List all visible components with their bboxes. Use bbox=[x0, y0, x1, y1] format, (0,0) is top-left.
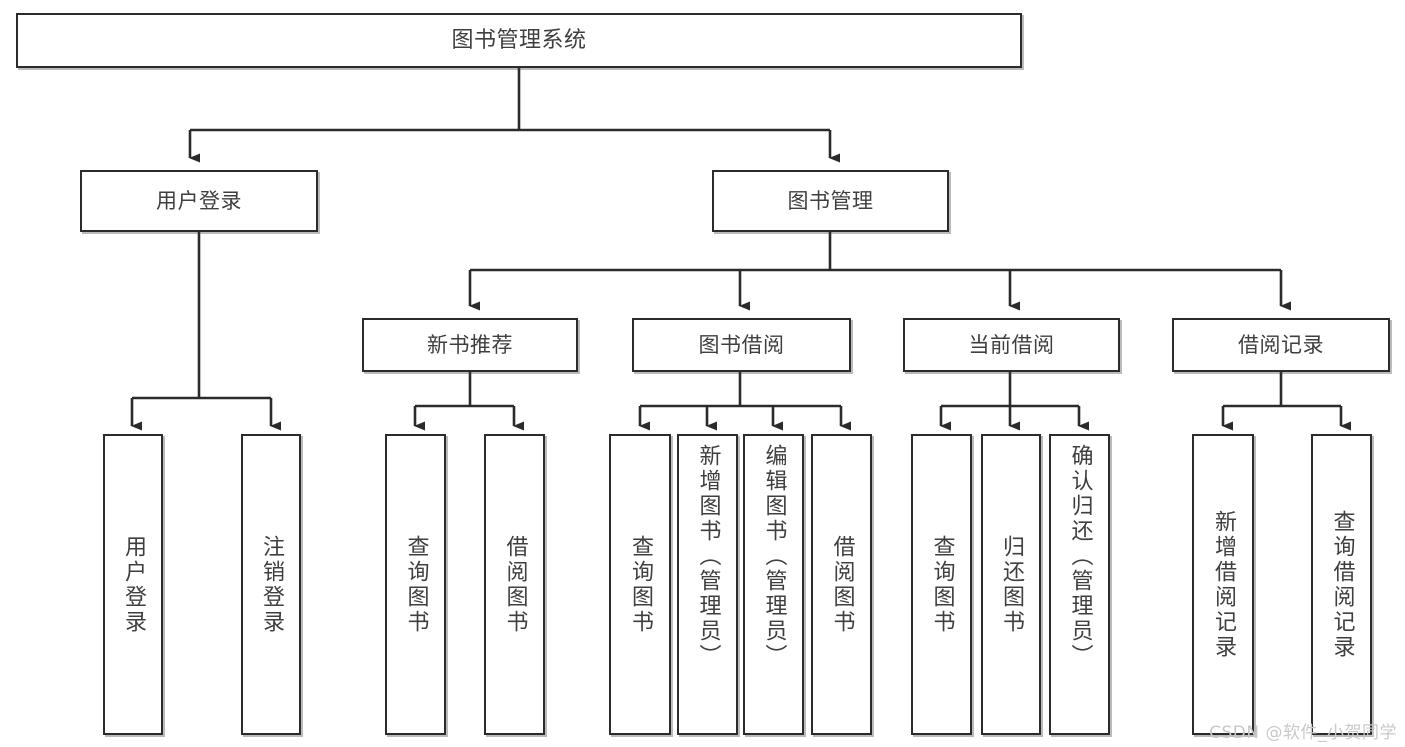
node-label: 用户登录 bbox=[156, 188, 242, 213]
leaf-borrow-record-query-record[interactable]: 查询借阅记录 bbox=[1311, 434, 1372, 735]
node-label: 注销登录 bbox=[258, 534, 284, 635]
leaf-book-borrow-edit-book[interactable]: 编辑图书（管理员） bbox=[743, 434, 804, 735]
node-label: 新增图书（管理员） bbox=[695, 444, 721, 669]
leaf-book-borrow-query-book[interactable]: 查询图书 bbox=[609, 434, 671, 735]
node-label: 查询图书 bbox=[929, 534, 955, 635]
leaf-user-login-logout[interactable]: 注销登录 bbox=[241, 434, 301, 735]
watermark-text: CSDN @软件_小贺同学 bbox=[1209, 723, 1397, 743]
node-label: 编辑图书（管理员） bbox=[761, 444, 787, 669]
leaf-current-borrow-confirm-return[interactable]: 确认归还（管理员） bbox=[1049, 434, 1110, 735]
leaf-new-book-query-book[interactable]: 查询图书 bbox=[385, 434, 446, 735]
leaf-book-borrow-borrow-book[interactable]: 借阅图书 bbox=[811, 434, 872, 735]
node-label: 查询图书 bbox=[403, 534, 429, 635]
node-label: 确认归还（管理员） bbox=[1067, 444, 1093, 669]
leaf-borrow-record-add-record[interactable]: 新增借阅记录 bbox=[1192, 434, 1254, 735]
node-label: 借阅图书 bbox=[502, 534, 528, 635]
node-borrow-record[interactable]: 借阅记录 bbox=[1172, 318, 1390, 372]
leaf-current-borrow-return-book[interactable]: 归还图书 bbox=[981, 434, 1041, 735]
leaf-user-login-login[interactable]: 用户登录 bbox=[103, 434, 163, 735]
node-root-system[interactable]: 图书管理系统 bbox=[16, 13, 1022, 68]
node-label: 图书借阅 bbox=[698, 332, 785, 357]
node-label: 用户登录 bbox=[120, 534, 146, 635]
node-label: 图书管理 bbox=[787, 188, 874, 213]
node-current-borrow[interactable]: 当前借阅 bbox=[903, 318, 1120, 372]
node-label: 新增借阅记录 bbox=[1210, 509, 1236, 660]
node-new-book-recommend[interactable]: 新书推荐 bbox=[362, 318, 578, 372]
node-label: 归还图书 bbox=[998, 534, 1024, 635]
node-label: 新书推荐 bbox=[427, 332, 513, 357]
node-label: 图书管理系统 bbox=[451, 27, 587, 53]
leaf-new-book-borrow-book[interactable]: 借阅图书 bbox=[484, 434, 545, 735]
node-book-management[interactable]: 图书管理 bbox=[712, 170, 949, 232]
node-book-borrow[interactable]: 图书借阅 bbox=[632, 318, 851, 372]
node-user-login[interactable]: 用户登录 bbox=[80, 170, 318, 232]
node-label: 借阅记录 bbox=[1238, 332, 1324, 357]
leaf-current-borrow-query-book[interactable]: 查询图书 bbox=[911, 434, 972, 735]
node-label: 查询借阅记录 bbox=[1329, 509, 1355, 660]
node-label: 当前借阅 bbox=[968, 332, 1055, 357]
leaf-book-borrow-add-book[interactable]: 新增图书（管理员） bbox=[677, 434, 738, 735]
node-label: 借阅图书 bbox=[829, 534, 855, 635]
node-label: 查询图书 bbox=[627, 534, 653, 635]
